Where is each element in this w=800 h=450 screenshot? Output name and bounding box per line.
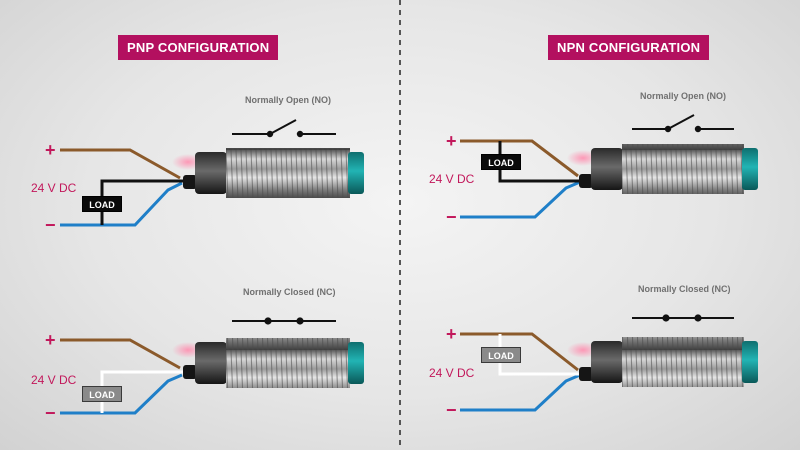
pnp-no-minus-sign: −	[45, 215, 56, 235]
npn-no-voltage-label: 24 V DC	[429, 172, 475, 186]
pnp-nc-load-box: LOAD	[82, 386, 122, 402]
npn-nc-load-box: LOAD	[481, 347, 521, 363]
blue-wire	[60, 373, 183, 415]
brown-wire	[60, 148, 181, 180]
npn-no-diagram	[460, 114, 758, 219]
switch-open-symbol	[632, 114, 734, 133]
blue-wire	[460, 373, 581, 412]
npn-nc-plus-sign: +	[446, 324, 457, 344]
npn-no-load-box: LOAD	[481, 154, 521, 170]
switch-closed-symbol	[232, 317, 336, 325]
pnp-nc-minus-sign: −	[45, 403, 56, 423]
npn-nc-minus-sign: −	[446, 400, 457, 420]
brown-wire	[60, 338, 181, 370]
blue-wire	[60, 181, 183, 227]
pnp-no-voltage-label: 24 V DC	[31, 181, 77, 195]
pnp-title: PNP CONFIGURATION	[118, 35, 279, 60]
npn-nc-diagram	[460, 314, 758, 412]
switch-open-symbol	[232, 119, 336, 138]
npn-no-plus-sign: +	[446, 131, 457, 151]
pnp-no-load-box: LOAD	[82, 196, 122, 212]
pnp-nc-voltage-label: 24 V DC	[31, 373, 77, 387]
brown-wire	[460, 332, 579, 372]
npn-nc-state-label: Normally Closed (NC)	[638, 284, 731, 294]
brown-wire	[460, 139, 579, 178]
npn-nc-voltage-label: 24 V DC	[429, 366, 475, 380]
pnp-no-plus-sign: +	[45, 140, 56, 160]
pnp-no-diagram	[60, 119, 364, 227]
sensor	[183, 148, 364, 198]
pnp-nc-diagram	[60, 317, 364, 415]
npn-no-state-label: Normally Open (NO)	[640, 91, 727, 101]
blue-wire	[460, 180, 581, 219]
sensor	[183, 338, 364, 388]
sensor	[579, 144, 758, 194]
sensor	[579, 337, 758, 387]
pnp-nc-plus-sign: +	[45, 330, 56, 350]
npn-title: NPN CONFIGURATION	[548, 35, 710, 60]
switch-closed-symbol	[632, 314, 734, 322]
npn-no-minus-sign: −	[446, 207, 457, 227]
pnp-no-state-label: Normally Open (NO)	[245, 95, 332, 105]
pnp-nc-state-label: Normally Closed (NC)	[243, 287, 336, 297]
